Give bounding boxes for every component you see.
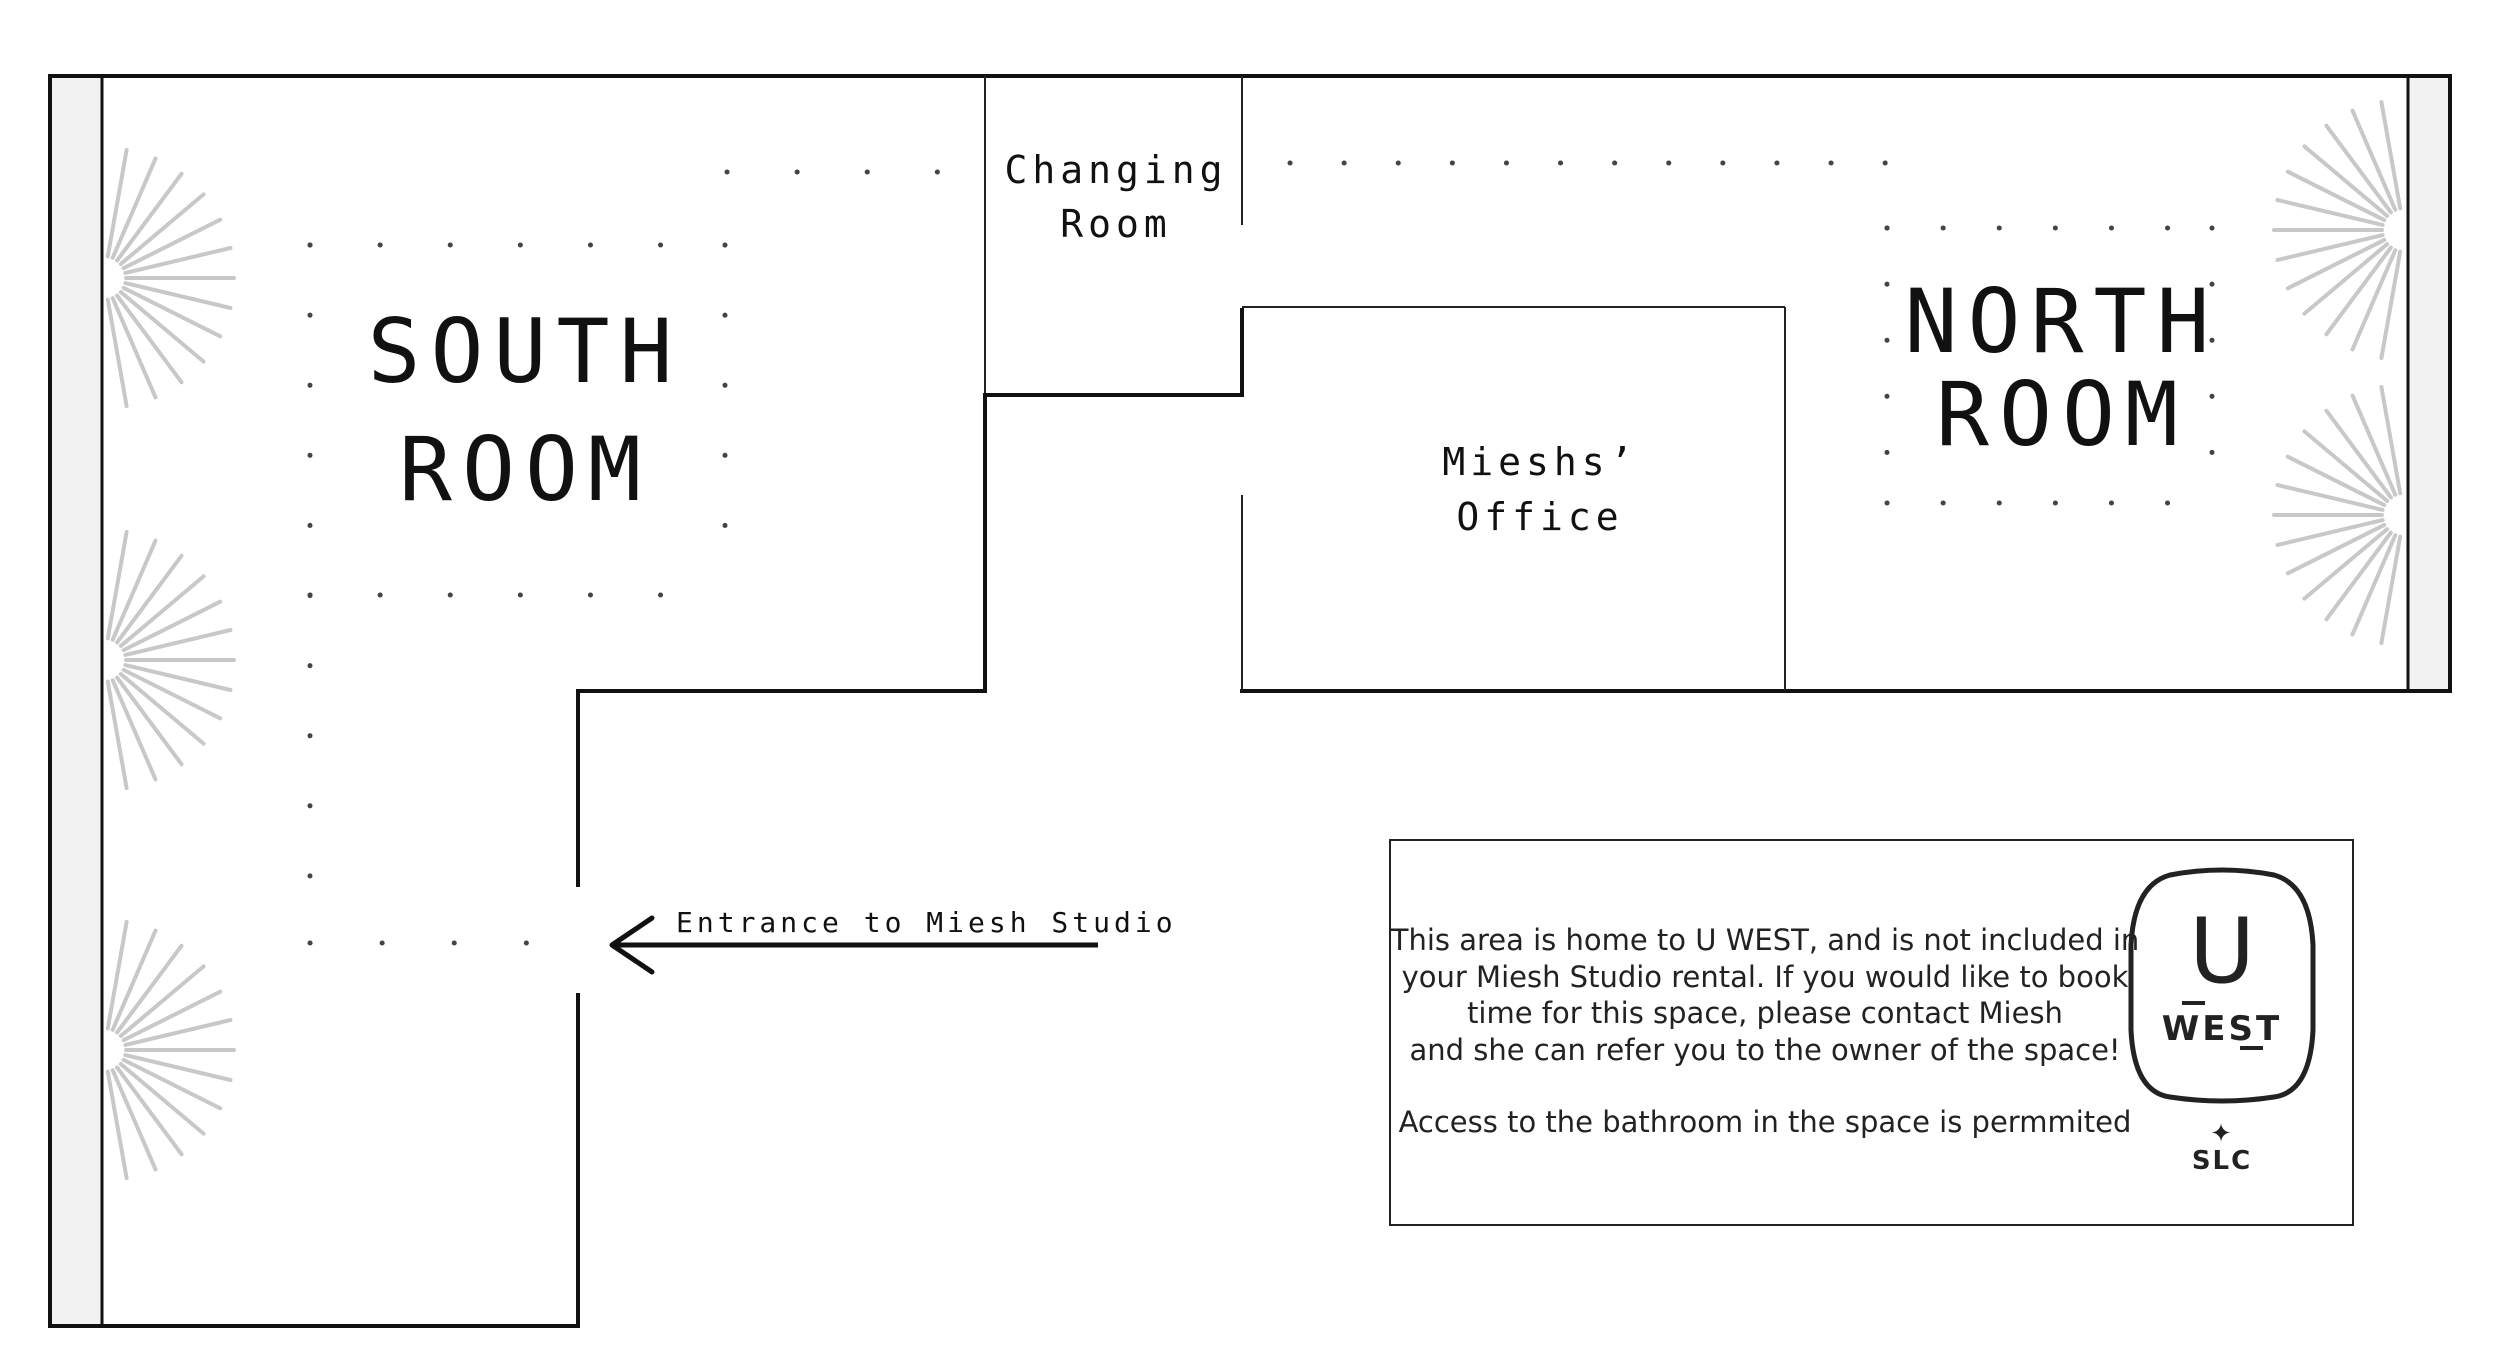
notice-line-2: your Miesh Studio rental. If you would l… xyxy=(1402,960,2129,994)
notice-line-5: Access to the bathroom in the space is p… xyxy=(1399,1105,2132,1139)
window-ray xyxy=(2350,108,2398,212)
window-ray xyxy=(115,553,184,645)
window-ray xyxy=(2275,518,2385,547)
window-ray xyxy=(2379,100,2403,211)
window-ray xyxy=(2350,393,2398,497)
window-ray xyxy=(2379,249,2403,360)
north-room-label-line1: NORTH xyxy=(1905,270,2220,373)
window-ray xyxy=(110,928,158,1032)
east-window-strip xyxy=(2406,74,2452,693)
u-west-logo: U WEST ✦ SLC xyxy=(2128,867,2316,1176)
notice-line-4: and she can refer you to the owner of th… xyxy=(1409,1033,2120,1067)
window-ray xyxy=(2285,454,2387,508)
window-ray xyxy=(115,1065,184,1157)
window-ray xyxy=(118,1062,206,1136)
window-ray xyxy=(115,293,184,385)
window-ray xyxy=(2350,248,2398,352)
window-ray xyxy=(2324,245,2393,337)
window-ray xyxy=(2275,198,2385,227)
window-ray xyxy=(2302,429,2390,503)
corridor-wall-upper xyxy=(576,689,987,887)
window-ray xyxy=(2285,522,2387,576)
logo-city: SLC xyxy=(2192,1146,2252,1176)
window-ray xyxy=(115,675,184,767)
window-ray xyxy=(118,964,206,1038)
window-ray xyxy=(105,1069,129,1180)
window-ray xyxy=(105,297,129,408)
changing-room-label-line2: Room xyxy=(1060,202,1172,246)
window-ray xyxy=(123,246,233,275)
window-ray xyxy=(105,530,129,641)
window-ray xyxy=(105,679,129,790)
window-ray xyxy=(2324,530,2393,622)
window-ray xyxy=(110,1068,158,1172)
logo-star-icon: ✦ xyxy=(2210,1119,2234,1149)
notice-line-1: This area is home to U WEST, and is not … xyxy=(1390,923,2140,957)
changing-room-label-line1: Changing xyxy=(1004,148,1227,192)
window-ray xyxy=(2275,483,2385,512)
window-ray xyxy=(2350,533,2398,637)
window-ray xyxy=(105,920,129,1031)
window-ray xyxy=(110,538,158,642)
window-ray xyxy=(123,1018,233,1047)
logo-letter: U xyxy=(2189,899,2255,1004)
notice-line-3: time for this space, please contact Mies… xyxy=(1467,996,2063,1030)
window-ray xyxy=(121,989,223,1043)
window-ray xyxy=(123,628,233,657)
window-ray xyxy=(2302,527,2390,601)
window-ray xyxy=(2285,237,2387,291)
entrance-arrow-icon xyxy=(609,915,1098,975)
window-ray xyxy=(2302,144,2390,218)
window-ray xyxy=(2302,242,2390,316)
office-label-line2: Office xyxy=(1456,495,1623,539)
window-ray xyxy=(118,290,206,364)
notice-box xyxy=(1389,839,2354,1226)
dotted-paths xyxy=(307,160,2223,948)
window-ray xyxy=(110,296,158,400)
window-ray xyxy=(2379,534,2403,645)
window-ray xyxy=(2324,123,2393,215)
window-ray xyxy=(110,678,158,782)
window-ray xyxy=(105,148,129,259)
south-room-label-line1: SOUTH xyxy=(368,300,683,403)
window-ray xyxy=(2275,233,2385,262)
north-room-label-line2: ROOM xyxy=(1936,363,2188,466)
window-ray xyxy=(123,663,233,692)
office-label-line1: Mieshs’ xyxy=(1442,440,1637,484)
walls xyxy=(48,74,2452,1328)
window-ray xyxy=(2285,169,2387,223)
window-ray xyxy=(118,574,206,648)
window-ray xyxy=(2324,408,2393,500)
window-ray xyxy=(123,281,233,310)
changing-room-bottom-wall xyxy=(983,308,1244,397)
window-ray xyxy=(121,599,223,653)
window-ray xyxy=(118,192,206,266)
window-ray xyxy=(121,217,223,271)
window-ray xyxy=(115,943,184,1035)
window-ray xyxy=(121,285,223,339)
window-ray xyxy=(121,667,223,721)
entrance-label: Entrance to Miesh Studio xyxy=(676,906,1177,939)
south-room-label-line2: ROOM xyxy=(399,418,651,521)
window-rays xyxy=(105,100,2403,1180)
window-ray xyxy=(115,171,184,263)
west-window-strip xyxy=(48,74,104,1328)
window-ray xyxy=(118,672,206,746)
window-ray xyxy=(123,1053,233,1082)
logo-word: WEST xyxy=(2162,1009,2282,1049)
window-ray xyxy=(110,156,158,260)
window-ray xyxy=(2379,385,2403,496)
window-ray xyxy=(121,1057,223,1111)
